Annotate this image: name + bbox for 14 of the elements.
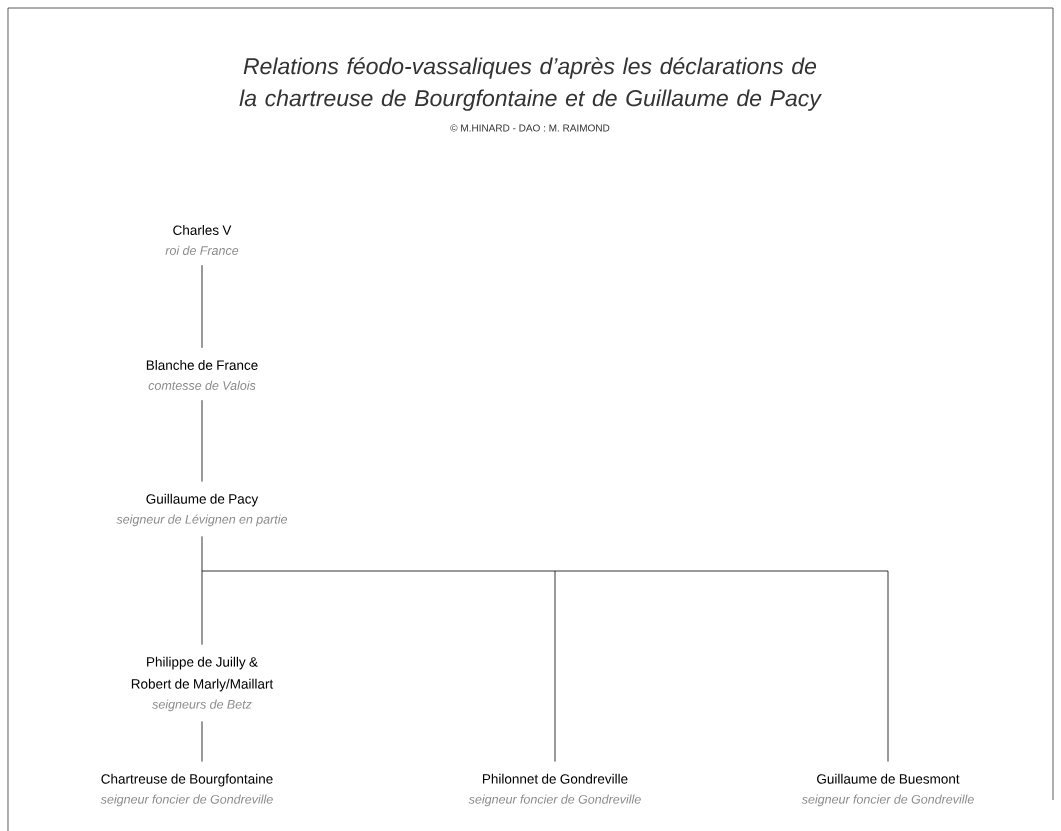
person-label: Guillaume de Pacy seigneur de Lévignen en partie: [116, 493, 288, 527]
credit-line: © M.HINARD - DAO : M. RAIMOND: [450, 124, 610, 132]
person-label: Philippe de Juilly & Robert de Marly/Maillart seigneurs de Betz: [131, 656, 274, 712]
person-label: Chartreuse de Bourgfontaine seigneur foncier de Gondreville: [100, 773, 273, 807]
person-label: Philonnet de Gondreville seigneur foncier de Gondreville: [468, 773, 641, 807]
connector-line: [201, 570, 203, 645]
connector-line: [887, 570, 889, 762]
title: Relations féodo-vassaliques d’après les déclarations de la chartreuse de Bourgfontaine et de Guillaume de Pacy: [239, 57, 822, 111]
person-label: Guillaume de Buesmont seigneur foncier de Gondreville: [801, 773, 974, 807]
connector-line: [554, 570, 556, 762]
person-label: Blanche de France comtesse de Valois: [146, 360, 258, 390]
person-label: Charles V roi de France: [165, 225, 239, 255]
connector-line: [554, 570, 889, 572]
connector-line: [201, 570, 556, 572]
